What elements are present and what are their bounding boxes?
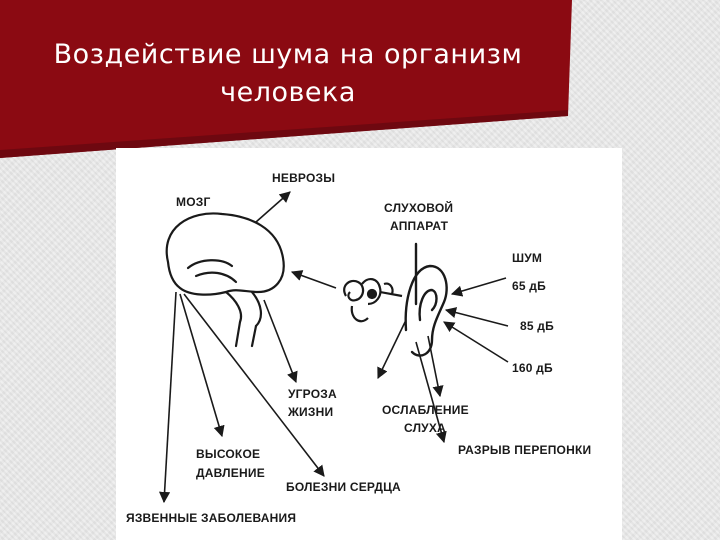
title-line-2: человека [220,77,356,108]
label-hearing-loss-line2: СЛУХА [404,421,446,435]
label-hearing-loss-line1: ОСЛАБЛЕНИЕ [382,403,469,417]
title-line-1: Воздействие шума на организм [53,39,523,70]
arrow-brain-to-life-threat [263,299,298,384]
arrow-ear-to-brain [290,270,337,289]
label-160db: 160 дБ [512,361,553,375]
arrow-brain-to-pressure [179,293,225,438]
title-banner [0,0,572,158]
arrow-65db [450,277,507,297]
arrow-ear-to-hearing-loss [427,335,444,398]
arrow-brain-to-neuroses [255,191,291,223]
label-heart-disease: БОЛЕЗНИ СЕРДЦА [286,480,401,494]
arrow-85db [444,307,509,327]
arrow-brain-to-ulcer [158,291,177,504]
diagram-panel [116,148,622,540]
label-65db: 65 дБ [512,279,546,293]
label-eardrum-rupture: РАЗРЫВ ПЕРЕПОНКИ [458,443,591,457]
label-neuroses: НЕВРОЗЫ [272,171,335,185]
arrow-160db [443,321,509,363]
diagram-arrows [158,191,509,504]
label-noise: ШУМ [512,251,542,265]
label-life-threat-line1: УГРОЗА [288,387,337,401]
inner-ear-illustration [343,278,403,323]
label-high-pressure-line2: ДАВЛЕНИЕ [196,466,265,480]
label-hearing-apparatus-line2: АППАРАТ [390,219,449,233]
label-hearing-apparatus-line1: СЛУХОВОЙ [384,200,453,215]
brain-illustration [165,212,285,348]
label-85db: 85 дБ [520,319,554,333]
arrow-brain-to-heart [183,293,325,477]
label-ulcer-disease: ЯЗВЕННЫЕ ЗАБОЛЕВАНИЯ [126,511,296,525]
label-life-threat-line2: ЖИЗНИ [287,405,333,419]
slide-title: Воздействие шума на организм человека [0,36,576,112]
label-brain: МОЗГ [176,195,210,209]
arrow-ear-to-life-threat [377,319,407,380]
ear-illustration [404,242,448,357]
arrow-ear-to-eardrum [415,341,447,444]
label-high-pressure-line1: ВЫСОКОЕ [196,447,260,461]
